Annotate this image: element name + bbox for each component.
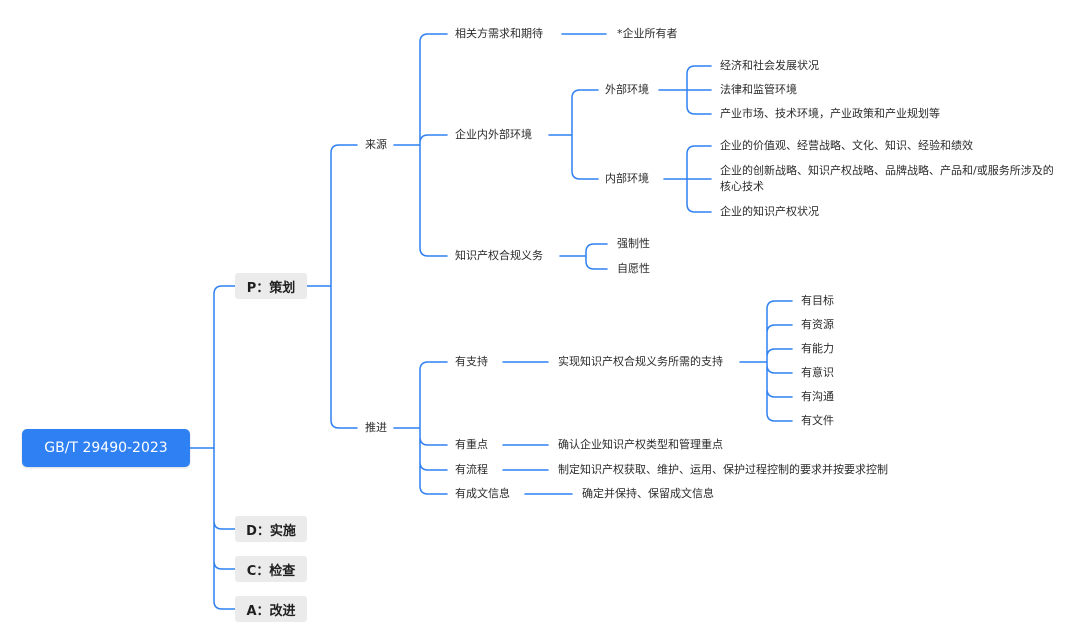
support-item-capability[interactable]: 有能力: [801, 342, 834, 355]
documented-info-desc-node[interactable]: 确定并保持、保留成文信息: [582, 487, 714, 500]
process-desc-node[interactable]: 制定知识产权获取、维护、运用、保护过程控制的要求并按要求控制: [558, 463, 888, 476]
internal-items-link: [663, 145, 712, 213]
external-item-3[interactable]: 产业市场、技术环境，产业政策和产业规划等: [720, 107, 940, 120]
source-node[interactable]: 来源: [365, 138, 387, 151]
phase-plan-node[interactable]: P：策划: [235, 273, 307, 299]
internal-env-node[interactable]: 内部环境: [605, 172, 649, 185]
voluntary-node[interactable]: 自愿性: [617, 262, 650, 275]
advance-children-link: [393, 361, 448, 495]
support-item-awareness[interactable]: 有意识: [801, 366, 834, 379]
internal-item-2-line-2[interactable]: 核心技术: [720, 180, 764, 193]
source-children-link: [393, 33, 448, 257]
support-node[interactable]: 有支持: [455, 355, 488, 368]
internal-item-1[interactable]: 企业的价值观、经营战略、文化、知识、经验和绩效: [720, 139, 973, 152]
internal-item-3[interactable]: 企业的知识产权状况: [720, 205, 819, 218]
support-items-link: [739, 300, 793, 422]
compliance-obligation-node[interactable]: 知识产权合规义务: [455, 249, 543, 262]
mandatory-node[interactable]: 强制性: [617, 237, 650, 250]
support-item-goal[interactable]: 有目标: [801, 294, 834, 307]
env-children-link: [548, 89, 599, 180]
support-item-communication[interactable]: 有沟通: [801, 390, 834, 403]
support-item-resource[interactable]: 有资源: [801, 318, 834, 331]
root-node[interactable]: GB/T 29490-2023: [22, 429, 190, 467]
external-item-2[interactable]: 法律和监管环境: [720, 83, 797, 96]
phase-act-node[interactable]: A：改进: [235, 596, 307, 622]
stakeholder-needs-node[interactable]: 相关方需求和期待: [455, 27, 543, 40]
documented-info-node[interactable]: 有成文信息: [455, 487, 510, 500]
support-item-document[interactable]: 有文件: [801, 414, 834, 427]
root-to-phases-link: [189, 285, 236, 610]
process-node[interactable]: 有流程: [455, 463, 488, 476]
phase-do-node[interactable]: D：实施: [235, 516, 307, 542]
focus-node[interactable]: 有重点: [455, 438, 488, 451]
compliance-items-link: [559, 243, 608, 270]
enterprise-owner-node[interactable]: *企业所有者: [617, 27, 678, 40]
plan-to-stage-link: [306, 144, 358, 429]
external-env-node[interactable]: 外部环境: [605, 83, 649, 96]
phase-check-node[interactable]: C：检查: [235, 556, 307, 582]
advance-node[interactable]: 推进: [365, 421, 387, 434]
external-item-1[interactable]: 经济和社会发展状况: [720, 59, 819, 72]
internal-item-2-line-1[interactable]: 企业的创新战略、知识产权战略、品牌战略、产品和/或服务所涉及的: [720, 164, 1054, 177]
external-items-link: [658, 65, 712, 115]
internal-external-env-node[interactable]: 企业内外部环境: [455, 128, 532, 141]
support-desc-node[interactable]: 实现知识产权合规义务所需的支持: [558, 355, 723, 368]
focus-desc-node[interactable]: 确认企业知识产权类型和管理重点: [558, 438, 723, 451]
